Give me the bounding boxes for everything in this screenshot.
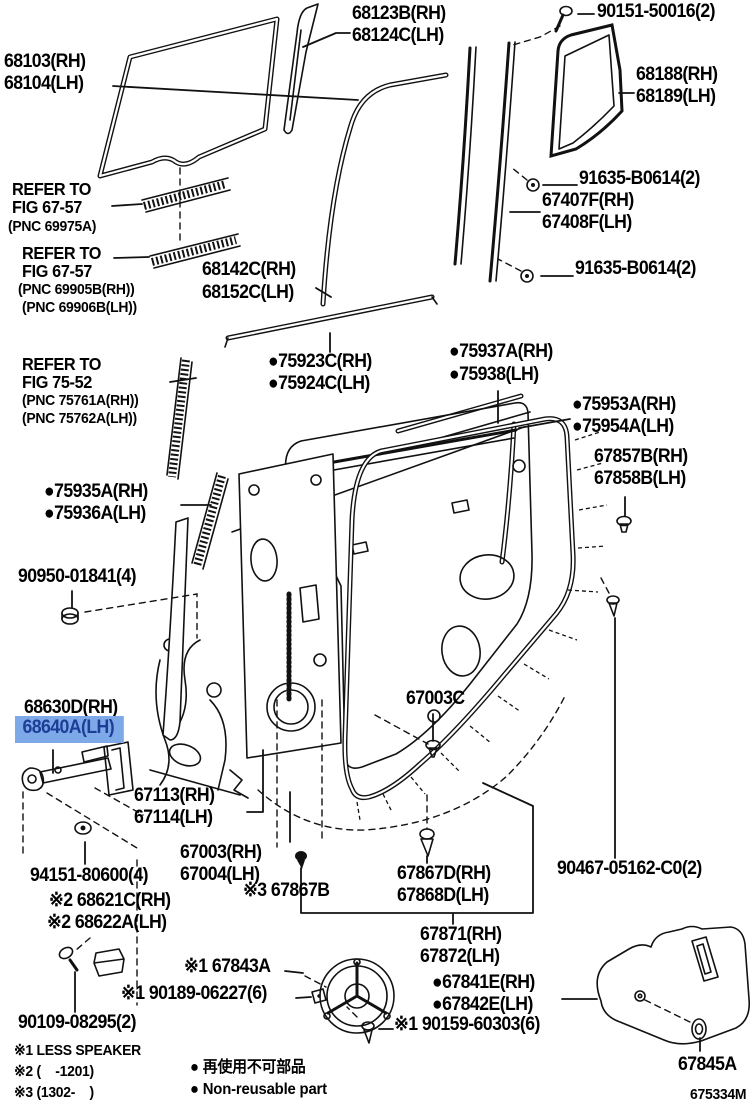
part-label-68152clh[interactable]: 68152C(LH)	[202, 282, 294, 303]
refer-fig-75-52-line2[interactable]: FIG 75-52	[22, 372, 92, 392]
screw-90109-icon	[58, 946, 79, 972]
division-bars	[453, 41, 516, 283]
part-label-67113rh[interactable]: 67113(RH)	[134, 785, 215, 806]
refer-fig-75-52-line1[interactable]: REFER TO	[22, 354, 102, 374]
part-label-68621crh[interactable]: ※2 68621C(RH)	[49, 890, 171, 911]
part-label-94151[interactable]: 94151-80600(4)	[30, 865, 149, 886]
part-label-67868dlh[interactable]: 67868D(LH)	[397, 885, 489, 906]
fastener-icons	[58, 5, 707, 1044]
footnote-date-range-3: ※3 (1302- )	[14, 1084, 94, 1101]
refer-fig-75-52-pnc-lh: (PNC 75762A(LH))	[22, 410, 137, 427]
part-label-68630drh[interactable]: 68630D(RH)	[24, 697, 118, 718]
weatherstrip-loop	[257, 416, 608, 831]
part-label-68640alh-highlighted[interactable]: 68640A(LH)	[15, 716, 124, 743]
part-label-68103rh[interactable]: 68103(RH)	[4, 51, 86, 72]
part-label-75936alh[interactable]: ●75936A(LH)	[44, 503, 146, 524]
bolt-91635b-icon	[520, 269, 534, 283]
refer-fig-67-57-a-pnc: (PNC 69975A)	[8, 218, 97, 235]
part-label-91635-a[interactable]: 91635-B0614(2)	[579, 168, 700, 189]
part-label-90151[interactable]: 90151-50016(2)	[597, 1, 716, 22]
part-label-67867b[interactable]: ※3 67867B	[243, 880, 330, 901]
part-label-75935arh[interactable]: ●75935A(RH)	[44, 481, 148, 502]
part-label-67003c[interactable]: 67003C	[406, 688, 465, 709]
part-label-67114lh[interactable]: 67114(LH)	[134, 807, 213, 828]
frame-moulding-strip	[166, 357, 193, 480]
part-label-67871rh[interactable]: 67871(RH)	[420, 924, 502, 945]
refer-fig-67-57-b-pnc-lh: (PNC 69906B(LH))	[22, 299, 137, 316]
part-label-75923crh[interactable]: ●75923C(RH)	[268, 351, 372, 372]
part-label-68104lh[interactable]: 68104(LH)	[4, 73, 84, 94]
part-label-67872lh[interactable]: 67872(LH)	[420, 946, 500, 967]
refer-fig-67-57-b-line1[interactable]: REFER TO	[22, 243, 102, 263]
footnote-date-range-2: ※2 ( -1201)	[14, 1063, 94, 1080]
part-label-67843a[interactable]: ※1 67843A	[184, 956, 271, 977]
legend-non-reusable-jp: ● 再使用不可部品	[190, 1059, 306, 1076]
footnote-less-speaker: ※1 LESS SPEAKER	[14, 1042, 141, 1059]
part-label-68123brh[interactable]: 68123B(RH)	[352, 3, 446, 24]
speaker	[319, 958, 395, 1034]
legend-non-reusable-en: ● Non-reusable part	[190, 1081, 327, 1098]
check-strap	[21, 741, 134, 796]
front-run-strip	[191, 472, 229, 570]
part-label-67867drh[interactable]: 67867D(RH)	[397, 863, 491, 884]
part-label-90950[interactable]: 90950-01841(4)	[18, 566, 137, 587]
clip-67867b-icon	[295, 851, 307, 869]
part-label-90159[interactable]: ※1 90159-60303(6)	[394, 1014, 540, 1035]
part-label-67857brh[interactable]: 67857B(RH)	[594, 446, 688, 467]
part-label-90189[interactable]: ※1 90189-06227(6)	[121, 983, 267, 1004]
part-label-75937arh[interactable]: ●75937A(RH)	[449, 341, 553, 362]
main-door-glass	[97, 16, 280, 179]
part-label-75954alh[interactable]: ●75954A(LH)	[572, 416, 674, 437]
refer-fig-67-57-b-line2[interactable]: FIG 67-57	[22, 261, 92, 281]
quarter-glass	[549, 23, 624, 159]
part-label-68188rh[interactable]: 68188(RH)	[636, 64, 718, 85]
screw-67867d-icon	[419, 828, 435, 857]
part-label-67407frh[interactable]: 67407F(RH)	[542, 190, 634, 211]
bolt-94151-icon	[74, 821, 92, 835]
leader-lines	[52, 13, 701, 1052]
dashed-lines	[22, 25, 693, 1024]
part-label-67841erh[interactable]: ●67841E(RH)	[432, 972, 535, 993]
part-label-75953arh[interactable]: ●75953A(RH)	[572, 394, 676, 415]
part-label-67408flh[interactable]: 67408F(LH)	[542, 212, 632, 233]
part-label-68124clh[interactable]: 68124C(LH)	[352, 25, 444, 46]
clip-67857b-icon	[616, 515, 632, 533]
part-label-67004lh[interactable]: 67004(LH)	[180, 864, 260, 885]
rear-strip-glass	[283, 3, 319, 135]
part-label-68622alh[interactable]: ※2 68622A(LH)	[47, 912, 167, 933]
part-label-91635-b[interactable]: 91635-B0614(2)	[575, 258, 696, 279]
part-label-75938lh[interactable]: ●75938(LH)	[449, 364, 539, 385]
cover-68621-icon	[93, 948, 125, 977]
figure-code: 675334M	[690, 1086, 747, 1103]
service-hole-cover	[596, 925, 751, 1045]
outer-belt-moulding	[224, 294, 438, 348]
refer-fig-67-57-a-line2[interactable]: FIG 67-57	[12, 197, 82, 217]
screw-90159-icon	[361, 1021, 375, 1044]
part-label-90109[interactable]: 90109-08295(2)	[18, 1012, 137, 1033]
part-label-67842elh[interactable]: ●67842E(LH)	[432, 994, 533, 1015]
regulator-panel	[149, 453, 342, 799]
refer-fig-75-52-pnc-rh: (PNC 75761A(RH))	[22, 392, 139, 409]
rear-run-strip	[499, 421, 517, 565]
clip-90189-icon	[311, 988, 327, 1004]
belt-strips-refer	[141, 177, 241, 269]
part-label-67003rh[interactable]: 67003(RH)	[180, 842, 262, 863]
part-label-67858blh[interactable]: 67858B(LH)	[594, 468, 686, 489]
refer-fig-67-57-b-pnc-rh: (PNC 69905B(RH))	[18, 281, 135, 298]
part-label-90467[interactable]: 90467-05162-C0(2)	[557, 858, 702, 879]
part-label-68142crh[interactable]: 68142C(RH)	[202, 259, 296, 280]
part-label-75924clh[interactable]: ●75924C(LH)	[268, 373, 370, 394]
part-label-68189lh[interactable]: 68189(LH)	[636, 86, 716, 107]
bolt-91635a-icon	[526, 178, 540, 192]
screw-90467-icon	[606, 595, 620, 617]
refer-fig-67-57-a-line1[interactable]: REFER TO	[12, 179, 92, 199]
part-label-67845a[interactable]: 67845A	[678, 1054, 737, 1075]
nut-90950-icon	[61, 607, 79, 625]
door-frame-run	[320, 72, 449, 307]
grommet-67845-icon	[691, 1018, 707, 1040]
